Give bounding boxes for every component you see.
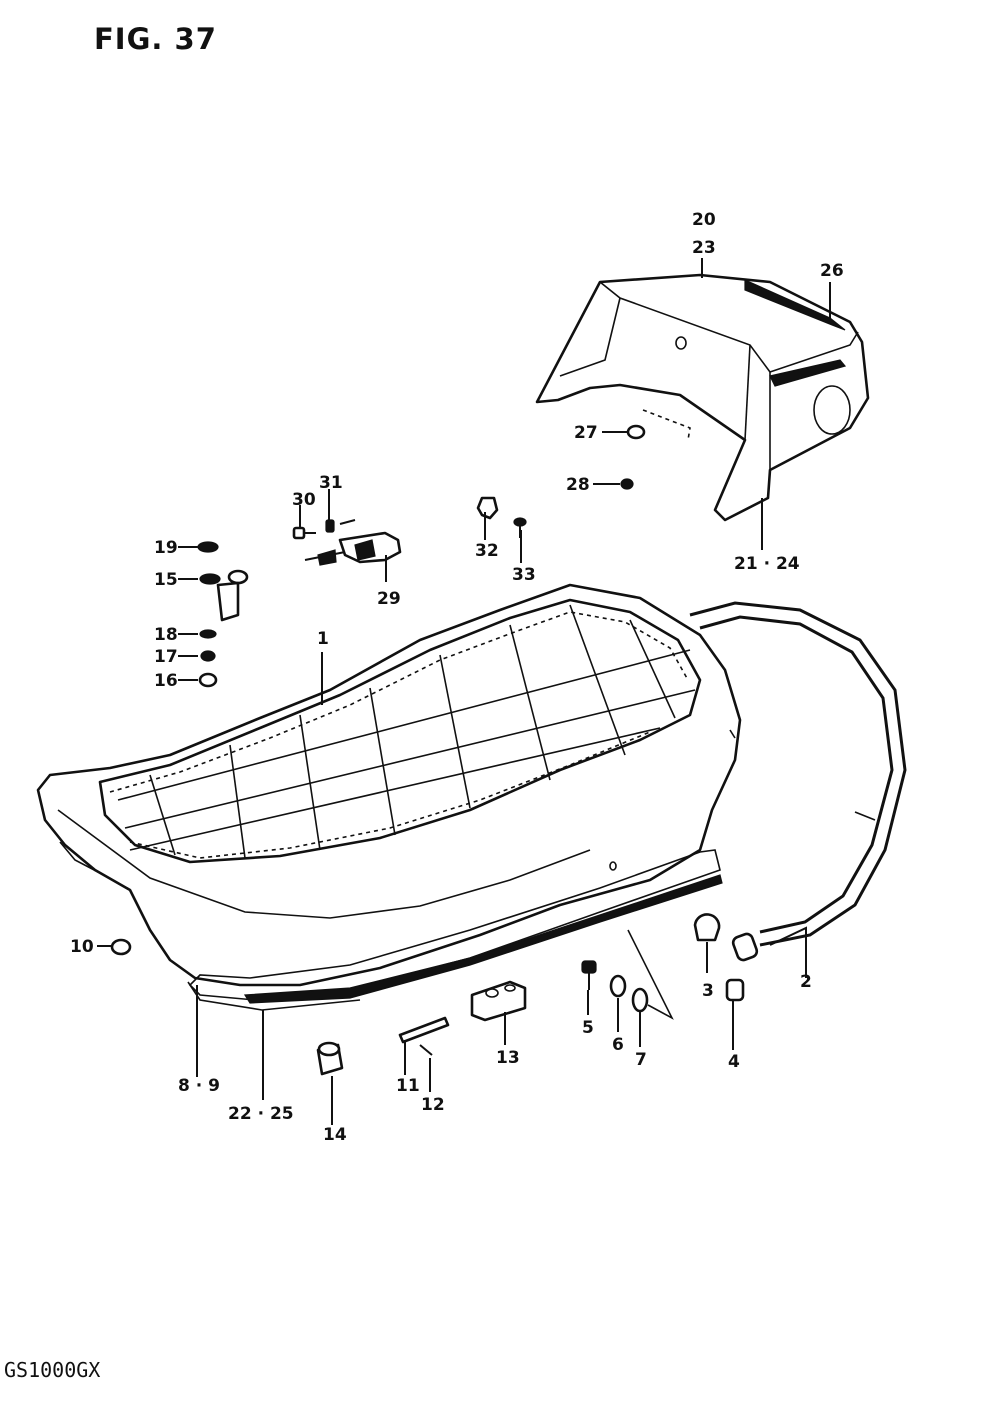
part-32-clip: [476, 496, 499, 520]
part-29-lock: [304, 531, 402, 566]
part-13-hinge: [470, 980, 527, 1022]
label-26: 26: [820, 261, 844, 281]
part-18: [199, 629, 217, 639]
label-18: 18: [154, 625, 178, 645]
label-12: 12: [421, 1095, 445, 1115]
label-29: 29: [377, 589, 401, 609]
part-19: [197, 541, 219, 553]
label-14: 14: [323, 1125, 347, 1145]
label-19: 19: [154, 538, 178, 558]
label-5: 5: [582, 1018, 594, 1038]
label-2: 2: [800, 972, 812, 992]
label-31: 31: [319, 473, 343, 493]
part-31-pin: [325, 519, 356, 533]
part-14-damper: [316, 1041, 344, 1076]
label-33: 33: [512, 565, 536, 585]
model-code: GS1000GX: [4, 1358, 101, 1382]
part-15-latch: [199, 569, 249, 622]
reference-labels: 1 2 3 4 5 6 7 8 · 9 10 11 12 13 14 15 16…: [70, 210, 844, 1145]
part-28-screw: [620, 478, 634, 490]
part-3-bushing: [693, 913, 721, 942]
label-22-25: 22 · 25: [228, 1104, 294, 1124]
label-6: 6: [612, 1035, 624, 1055]
part-12-clip: [419, 1044, 433, 1056]
label-28: 28: [566, 475, 590, 495]
label-21-24: 21 · 24: [734, 554, 800, 574]
label-1: 1: [317, 629, 329, 649]
part-17: [200, 650, 216, 662]
label-13: 13: [496, 1048, 520, 1068]
part-7-washer: [631, 987, 649, 1013]
label-3: 3: [702, 981, 714, 1001]
part-5-bolt: [581, 960, 597, 990]
label-16: 16: [154, 671, 178, 691]
part-4-nut: [725, 978, 745, 1002]
grab-rail: [689, 601, 907, 962]
part-6-washer: [609, 974, 627, 998]
seat-tail-cover: [535, 273, 870, 522]
label-11: 11: [396, 1076, 420, 1096]
figure-title: FIG. 37: [94, 22, 217, 56]
seat-cushion: [98, 598, 702, 864]
label-30: 30: [292, 490, 316, 510]
part-30-screw: [292, 526, 316, 540]
part-27-nut: [626, 424, 646, 440]
label-7: 7: [635, 1050, 647, 1070]
part-10-grommet: [110, 938, 132, 956]
label-32: 32: [475, 541, 499, 561]
label-4: 4: [728, 1052, 740, 1072]
label-20: 20: [692, 210, 716, 230]
leader-lines: [97, 258, 831, 1125]
label-8-9: 8 · 9: [178, 1076, 220, 1096]
label-27: 27: [574, 423, 598, 443]
label-15: 15: [154, 570, 178, 590]
label-23: 23: [692, 238, 716, 258]
part-11-pin: [398, 1016, 450, 1044]
label-17: 17: [154, 647, 178, 667]
part-16: [198, 672, 218, 688]
label-10: 10: [70, 937, 94, 957]
